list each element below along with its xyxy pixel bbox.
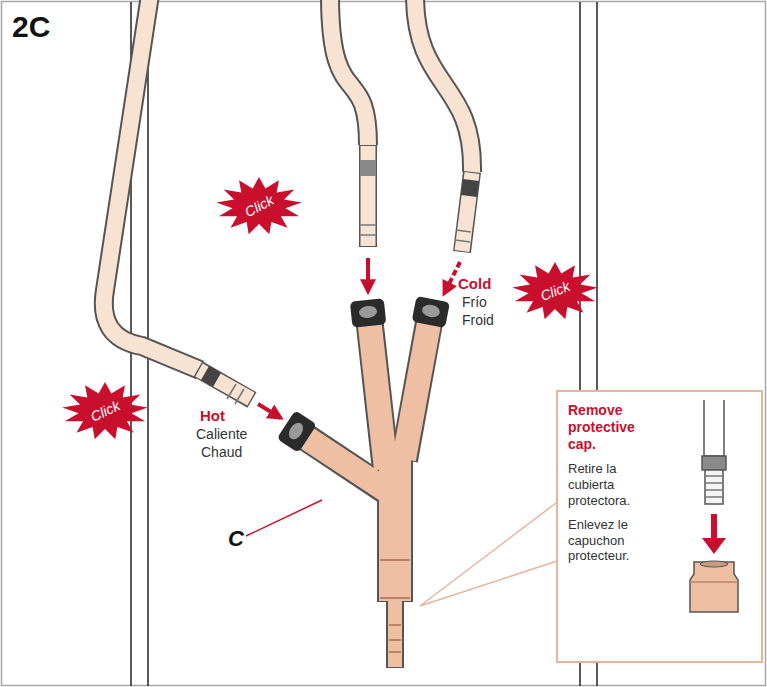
leader-line (246, 500, 322, 536)
starburst-outline (512, 262, 597, 319)
click-burst: Click (512, 262, 598, 320)
port-label: Hot (200, 408, 225, 425)
callout-box: Remove protective cap. Retire la cubierta… (556, 390, 763, 663)
callout-leader (420, 500, 560, 606)
supply-hoses (104, 0, 472, 370)
click-text: Click (88, 397, 122, 424)
port-label: Froid (462, 313, 494, 328)
starburst-outline (62, 382, 147, 439)
part-letter: C (228, 527, 244, 551)
click-text: Click (538, 278, 572, 304)
step-number: 2C (12, 10, 50, 43)
cap-illustration (666, 400, 758, 630)
click-burst: Click (62, 382, 148, 440)
port-label: Cold (458, 276, 491, 293)
port-label: Chaud (201, 445, 242, 460)
port-label: Caliente (196, 427, 247, 442)
callout-text: Enlevez le capuchon protecteur. (568, 517, 666, 564)
callout-text: Retire la cubierta protectora. (568, 461, 666, 508)
y-connector (277, 296, 450, 668)
port-label: Frío (462, 295, 487, 310)
starburst-outline (216, 177, 301, 234)
callout-heading: Remove protective cap. (568, 402, 666, 452)
click-text: Click (242, 192, 276, 220)
click-burst: Click (216, 177, 302, 235)
